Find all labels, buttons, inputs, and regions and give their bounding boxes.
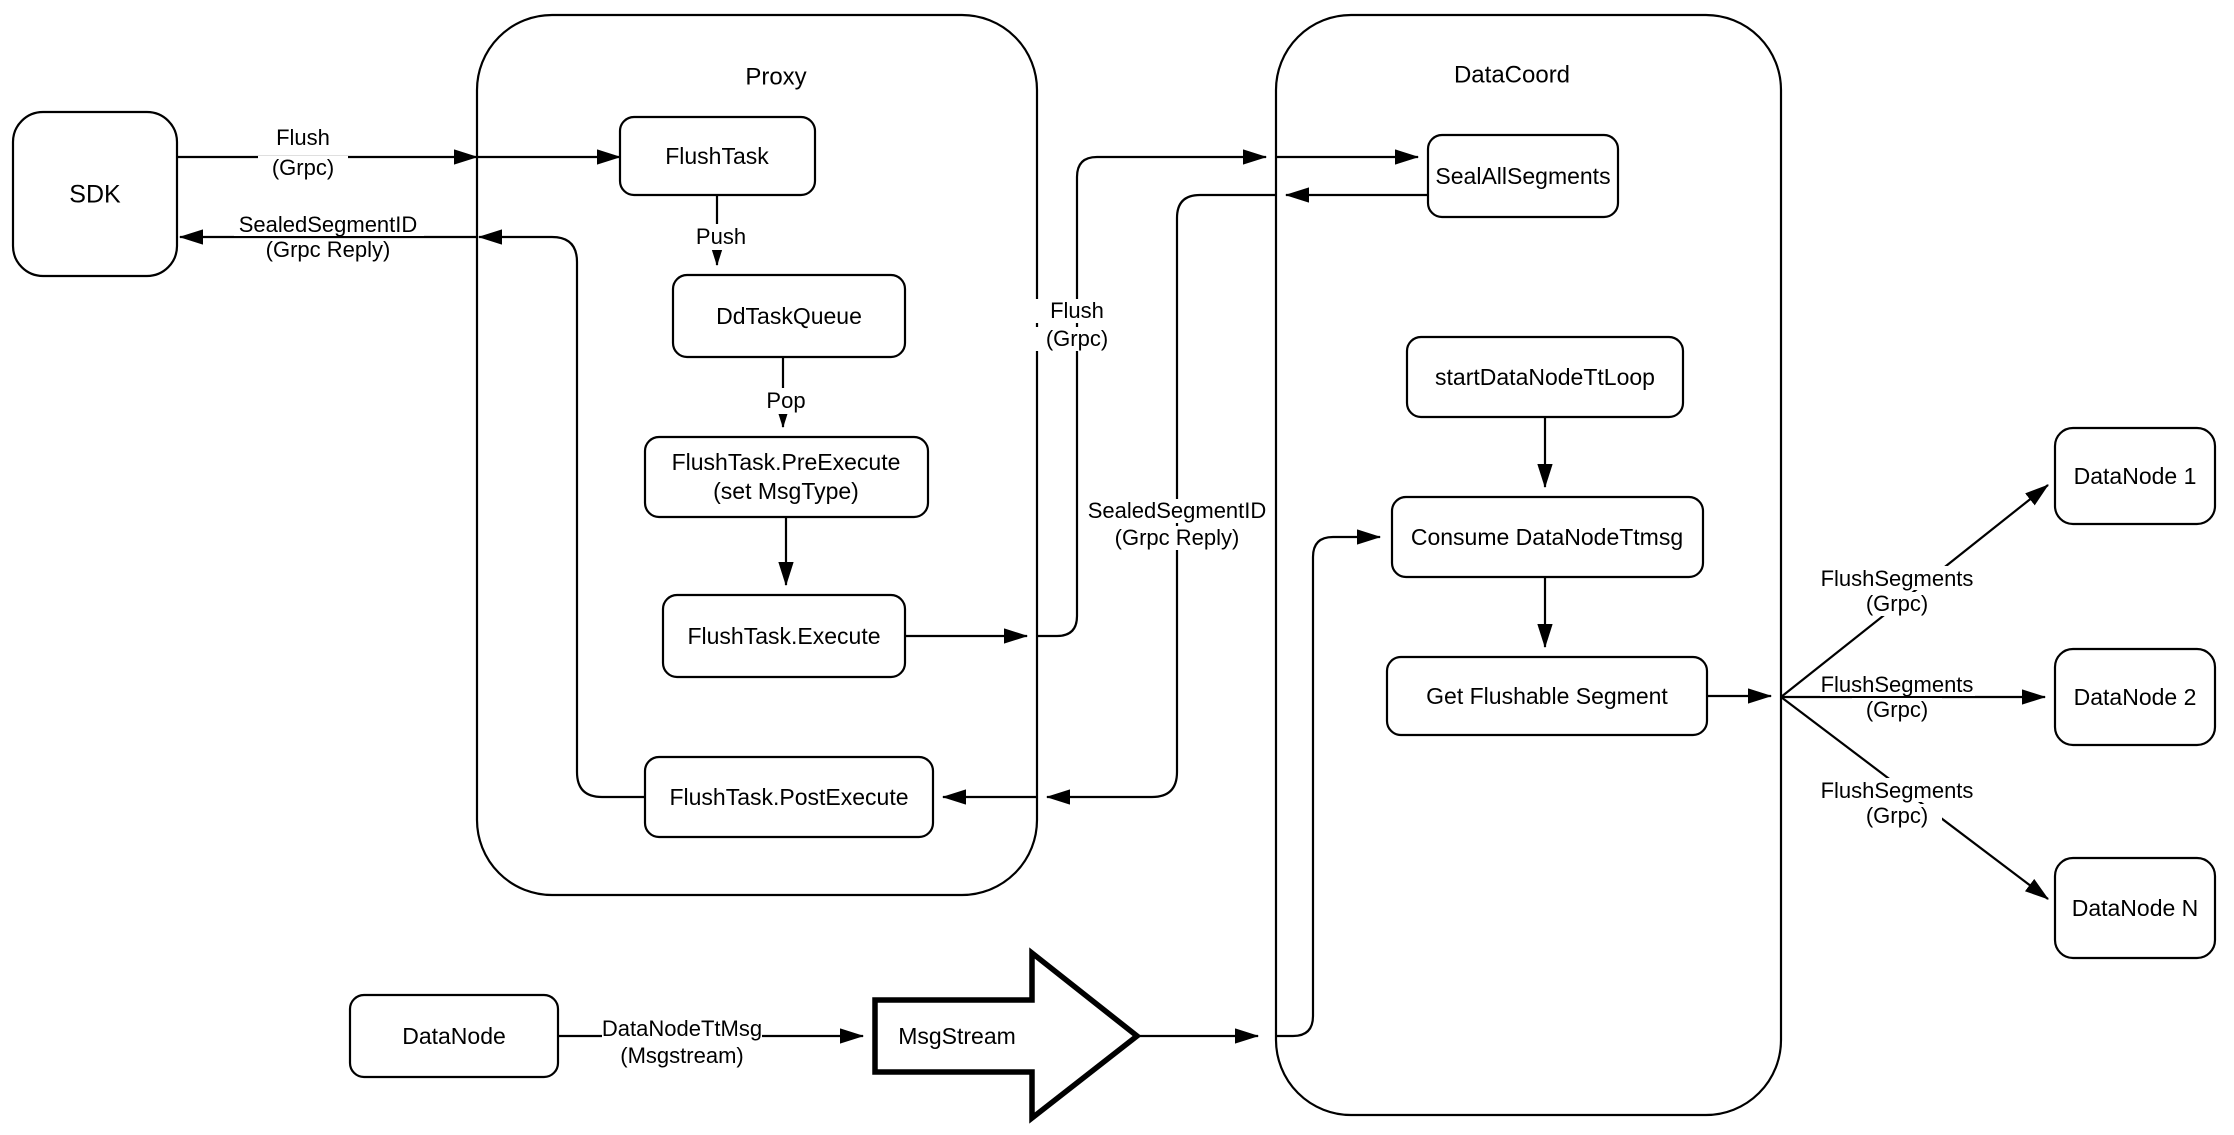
edge-label-text: (Grpc) (1046, 326, 1108, 351)
edge-label-text: (Grpc Reply) (1115, 525, 1240, 550)
node-postexecute-label: FlushTask.PostExecute (669, 784, 908, 810)
edge-label-text: DataNodeTtMsg (602, 1016, 762, 1041)
node-msgstream-label: MsgStream (898, 1023, 1016, 1049)
node-postexecute (643, 755, 935, 839)
edge-label-pop: Pop (762, 388, 810, 414)
node-execute-label: FlushTask.Execute (687, 623, 880, 649)
container-datacoord (1274, 13, 1783, 1117)
node-datanode (348, 993, 560, 1079)
node-datanode1 (2053, 426, 2217, 526)
node-ddtaskqueue (671, 273, 907, 359)
node-preexecute-label: FlushTask.PreExecute (672, 449, 901, 475)
node-getflushablesegment (1385, 655, 1709, 737)
edge-label-flushsegments-n: FlushSegments (Grpc) (1820, 778, 1975, 828)
edge-label-datanodettmsg: DataNodeTtMsg (Msgstream) (602, 1016, 762, 1068)
edge-label-text: Flush (276, 125, 330, 150)
container-proxy-title: Proxy (745, 63, 806, 90)
edge-label-flushsegments-2: FlushSegments (Grpc) (1820, 672, 1975, 722)
node-startdatanodettloop-label: startDataNodeTtLoop (1435, 364, 1655, 390)
container-datacoord-title: DataCoord (1454, 61, 1570, 88)
edge-label-text: FlushSegments (1821, 566, 1974, 591)
node-startdatanodettloop (1405, 335, 1685, 419)
edge-label-text: (Grpc Reply) (266, 237, 391, 262)
edge-msgstream-to-consume (1276, 529, 1382, 1038)
node-sealallsegments (1426, 133, 1620, 219)
node-getflushablesegment-label: Get Flushable Segment (1426, 683, 1668, 709)
node-sdk-label: SDK (69, 181, 121, 209)
edge-label-text: Push (696, 224, 746, 249)
edge-label-text: FlushSegments (1821, 778, 1974, 803)
node-consumedatanodettmsg (1390, 495, 1705, 579)
node-datanode1-label: DataNode 1 (2074, 463, 2197, 489)
node-ddtaskqueue-label: DdTaskQueue (716, 303, 862, 329)
node-flushtask (618, 115, 817, 197)
node-datanoden-label: DataNode N (2072, 895, 2199, 921)
node-datanode2 (2053, 647, 2217, 747)
edge-label-text: Flush (1050, 298, 1104, 323)
node-execute (661, 593, 907, 679)
node-msgstream-arrow-shape (872, 947, 1142, 1124)
edge-label-text: (Msgstream) (620, 1043, 743, 1068)
node-sealallsegments-label: SealAllSegments (1435, 163, 1610, 189)
node-sdk (11, 110, 179, 278)
edge-label-text: SealedSegmentID (239, 212, 418, 237)
edge-postexecute-to-proxy-edge (477, 229, 645, 799)
node-flushtask-label: FlushTask (665, 143, 769, 169)
edge-flush-to-datacoord (1037, 149, 1268, 638)
edge-label-flushsegments-1: FlushSegments (Grpc) (1820, 566, 1975, 616)
edge-label-sealedsegmentid-mid: SealedSegmentID (Grpc Reply) (1082, 498, 1272, 550)
node-datanode-label: DataNode (402, 1023, 506, 1049)
node-consumedatanodettmsg-label: Consume DataNodeTtmsg (1411, 524, 1683, 550)
edge-label-text: SealedSegmentID (1088, 498, 1267, 523)
edge-label-push: Push (694, 224, 750, 250)
container-proxy (475, 13, 1039, 897)
edge-label-flush-grpc-mid: Flush (Grpc) (1032, 298, 1122, 351)
node-preexecute (643, 435, 930, 519)
node-preexecute-sublabel: (set MsgType) (713, 478, 859, 504)
edge-label-sealedsegmentid-sdk: SealedSegmentID (Grpc Reply) (234, 212, 424, 262)
edge-label-flush-grpc-sdk: Flush (Grpc) (258, 125, 348, 180)
edge-label-text: (Grpc) (1866, 803, 1928, 828)
edge-reply-to-proxy-edge (1045, 193, 1276, 805)
edge-label-text: FlushSegments (1821, 672, 1974, 697)
edge-label-text: (Grpc) (1866, 697, 1928, 722)
node-datanode2-label: DataNode 2 (2074, 684, 2197, 710)
edge-label-text: (Grpc) (272, 155, 334, 180)
node-datanoden (2053, 856, 2217, 960)
edge-flushsegments-datanode1 (1780, 484, 2049, 698)
edge-label-text: Pop (766, 388, 805, 413)
edge-label-text: (Grpc) (1866, 591, 1928, 616)
